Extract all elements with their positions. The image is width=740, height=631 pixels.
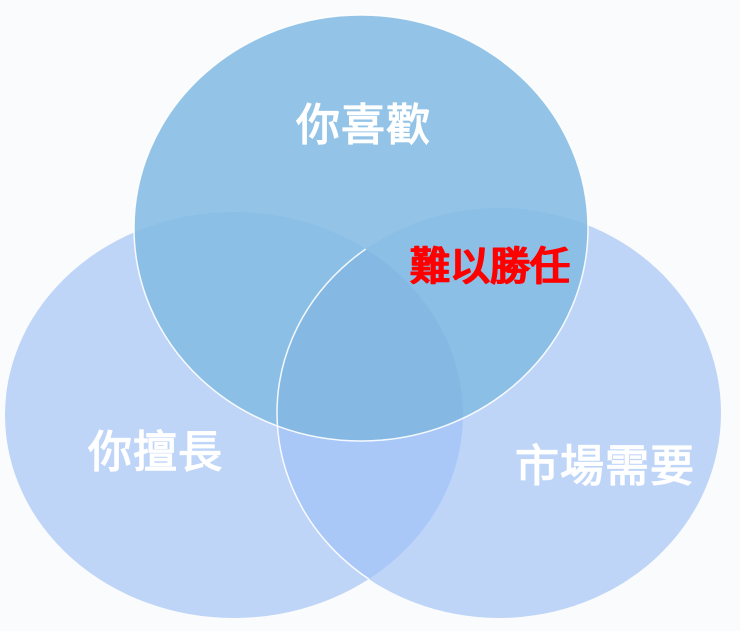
label-market-needs: 市場需要: [515, 441, 695, 492]
label-highlight-overlap: 難以勝任: [410, 244, 570, 290]
label-you-are-good-at: 你擅長: [88, 427, 223, 478]
label-you-like: 你喜歡: [296, 100, 431, 151]
circle-top-border: [133, 14, 589, 442]
